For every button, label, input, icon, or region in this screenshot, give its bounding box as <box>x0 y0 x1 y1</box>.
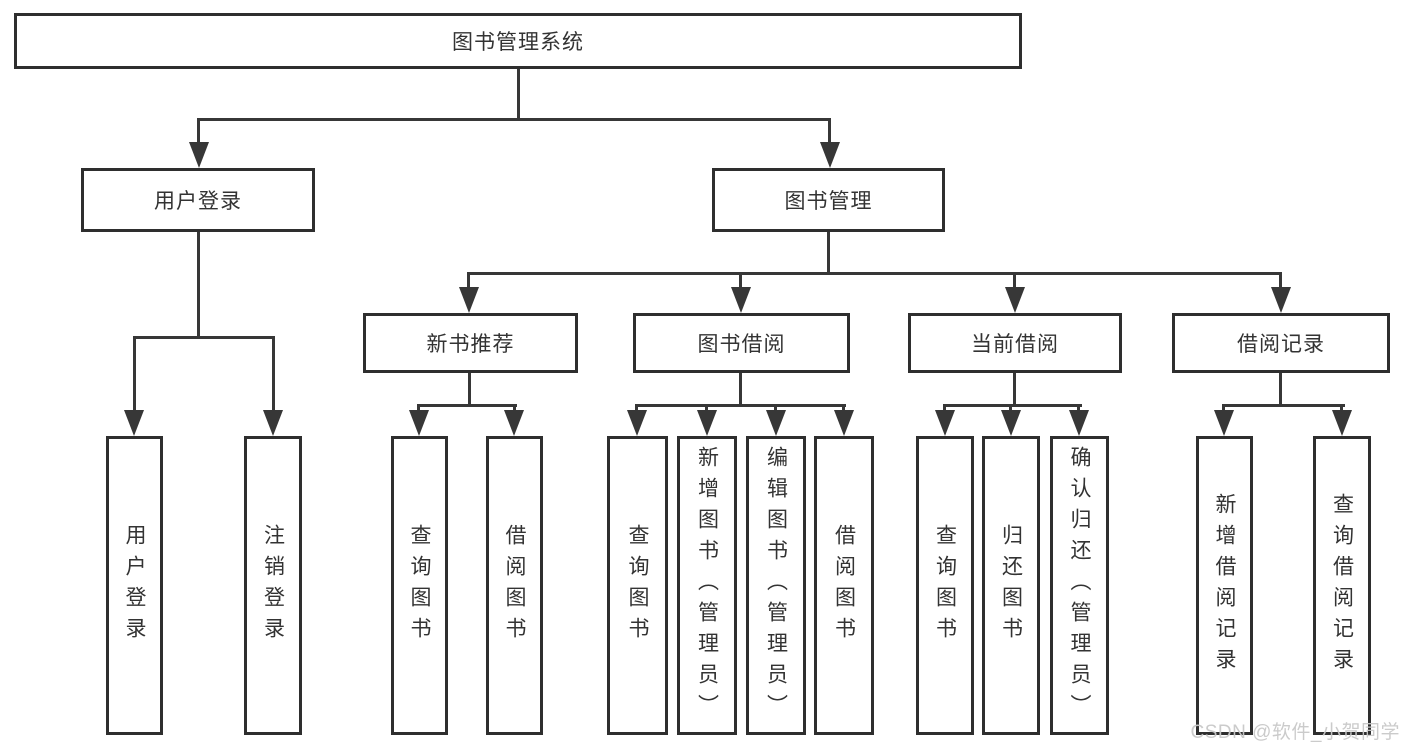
connector <box>1222 404 1345 407</box>
arrowhead <box>504 410 524 436</box>
arrowhead <box>124 410 144 436</box>
node-book-borrow: 图书借阅 <box>633 313 850 373</box>
connector <box>1013 272 1016 290</box>
arrowhead <box>766 410 786 436</box>
leaf-user-login: 用户登录 <box>106 436 163 735</box>
leaf-query-book-2: 查询图书 <box>607 436 668 735</box>
leaf-logout: 注销登录 <box>244 436 302 735</box>
arrowhead <box>189 142 209 168</box>
leaf-edit-book-admin: 编辑图书（管理员） <box>746 436 806 735</box>
arrowhead <box>1271 287 1291 313</box>
connector <box>517 69 520 118</box>
arrowhead <box>263 410 283 436</box>
node-label: 确认归还（管理员） <box>1068 446 1091 725</box>
node-label: 用户登录 <box>123 523 146 648</box>
node-label: 用户登录 <box>154 190 242 213</box>
arrowhead <box>627 410 647 436</box>
leaf-return-book: 归还图书 <box>982 436 1040 735</box>
leaf-add-borrow-record: 新增借阅记录 <box>1196 436 1253 735</box>
node-label: 新增借阅记录 <box>1213 492 1236 679</box>
connector <box>468 373 471 404</box>
node-label: 图书管理系统 <box>452 31 584 54</box>
arrowhead <box>1001 410 1021 436</box>
connector <box>739 272 742 290</box>
connector <box>133 336 136 414</box>
arrowhead <box>697 410 717 436</box>
connector <box>1279 373 1282 404</box>
leaf-query-book-1: 查询图书 <box>391 436 448 735</box>
connector <box>635 404 846 407</box>
connector <box>197 118 200 146</box>
node-label: 图书借阅 <box>697 333 786 356</box>
connector <box>1077 404 1080 414</box>
leaf-query-book-3: 查询图书 <box>916 436 974 735</box>
node-label: 借阅图书 <box>832 523 856 648</box>
connector <box>417 404 420 414</box>
node-root: 图书管理系统 <box>14 13 1022 69</box>
connector <box>635 404 638 414</box>
node-current-borrow: 当前借阅 <box>908 313 1122 373</box>
arrowhead <box>1214 410 1234 436</box>
node-label: 查询图书 <box>408 523 431 648</box>
connector <box>943 404 1082 407</box>
node-label: 查询图书 <box>933 523 957 648</box>
arrowhead <box>459 287 479 313</box>
node-new-book-recommend: 新书推荐 <box>363 313 578 373</box>
arrowhead <box>409 410 429 436</box>
leaf-query-borrow-record: 查询借阅记录 <box>1313 436 1371 735</box>
node-label: 当前借阅 <box>971 333 1059 356</box>
connector <box>1279 272 1282 290</box>
watermark: CSDN @软件_小贺同学 <box>1190 722 1400 743</box>
leaf-borrow-book-2: 借阅图书 <box>814 436 874 735</box>
connector <box>467 272 1282 275</box>
connector <box>1009 404 1012 414</box>
node-borrow-record: 借阅记录 <box>1172 313 1390 373</box>
node-label: 借阅记录 <box>1237 333 1325 356</box>
connector <box>197 118 831 121</box>
connector <box>827 232 830 272</box>
node-label: 新增图书（管理员） <box>695 446 719 725</box>
leaf-confirm-return-admin: 确认归还（管理员） <box>1050 436 1109 735</box>
node-label: 查询图书 <box>626 523 649 648</box>
connector <box>1013 373 1016 404</box>
node-label: 编辑图书（管理员） <box>764 446 788 725</box>
connector <box>513 404 516 414</box>
connector <box>417 404 517 407</box>
leaf-borrow-book-1: 借阅图书 <box>486 436 543 735</box>
arrowhead <box>1069 410 1089 436</box>
connector <box>828 118 831 146</box>
node-label: 图书管理 <box>784 190 873 213</box>
connector <box>133 336 275 339</box>
arrowhead <box>935 410 955 436</box>
connector <box>705 404 708 414</box>
node-label: 归还图书 <box>999 523 1023 648</box>
arrowhead <box>820 142 840 168</box>
node-label: 借阅图书 <box>503 523 526 648</box>
arrowhead <box>1332 410 1352 436</box>
connector <box>842 404 845 414</box>
connector <box>197 232 200 336</box>
node-label: 注销登录 <box>261 523 285 648</box>
arrowhead <box>1005 287 1025 313</box>
connector <box>1340 404 1343 414</box>
leaf-add-book-admin: 新增图书（管理员） <box>677 436 737 735</box>
connector <box>774 404 777 414</box>
connector <box>467 272 470 290</box>
node-user-login: 用户登录 <box>81 168 315 232</box>
arrowhead <box>731 287 751 313</box>
node-label: 新书推荐 <box>426 333 515 356</box>
node-label: 查询借阅记录 <box>1330 492 1354 679</box>
arrowhead <box>834 410 854 436</box>
node-book-management: 图书管理 <box>712 168 945 232</box>
connector <box>943 404 946 414</box>
connector <box>272 336 275 414</box>
connector <box>1222 404 1225 414</box>
connector <box>739 373 742 404</box>
